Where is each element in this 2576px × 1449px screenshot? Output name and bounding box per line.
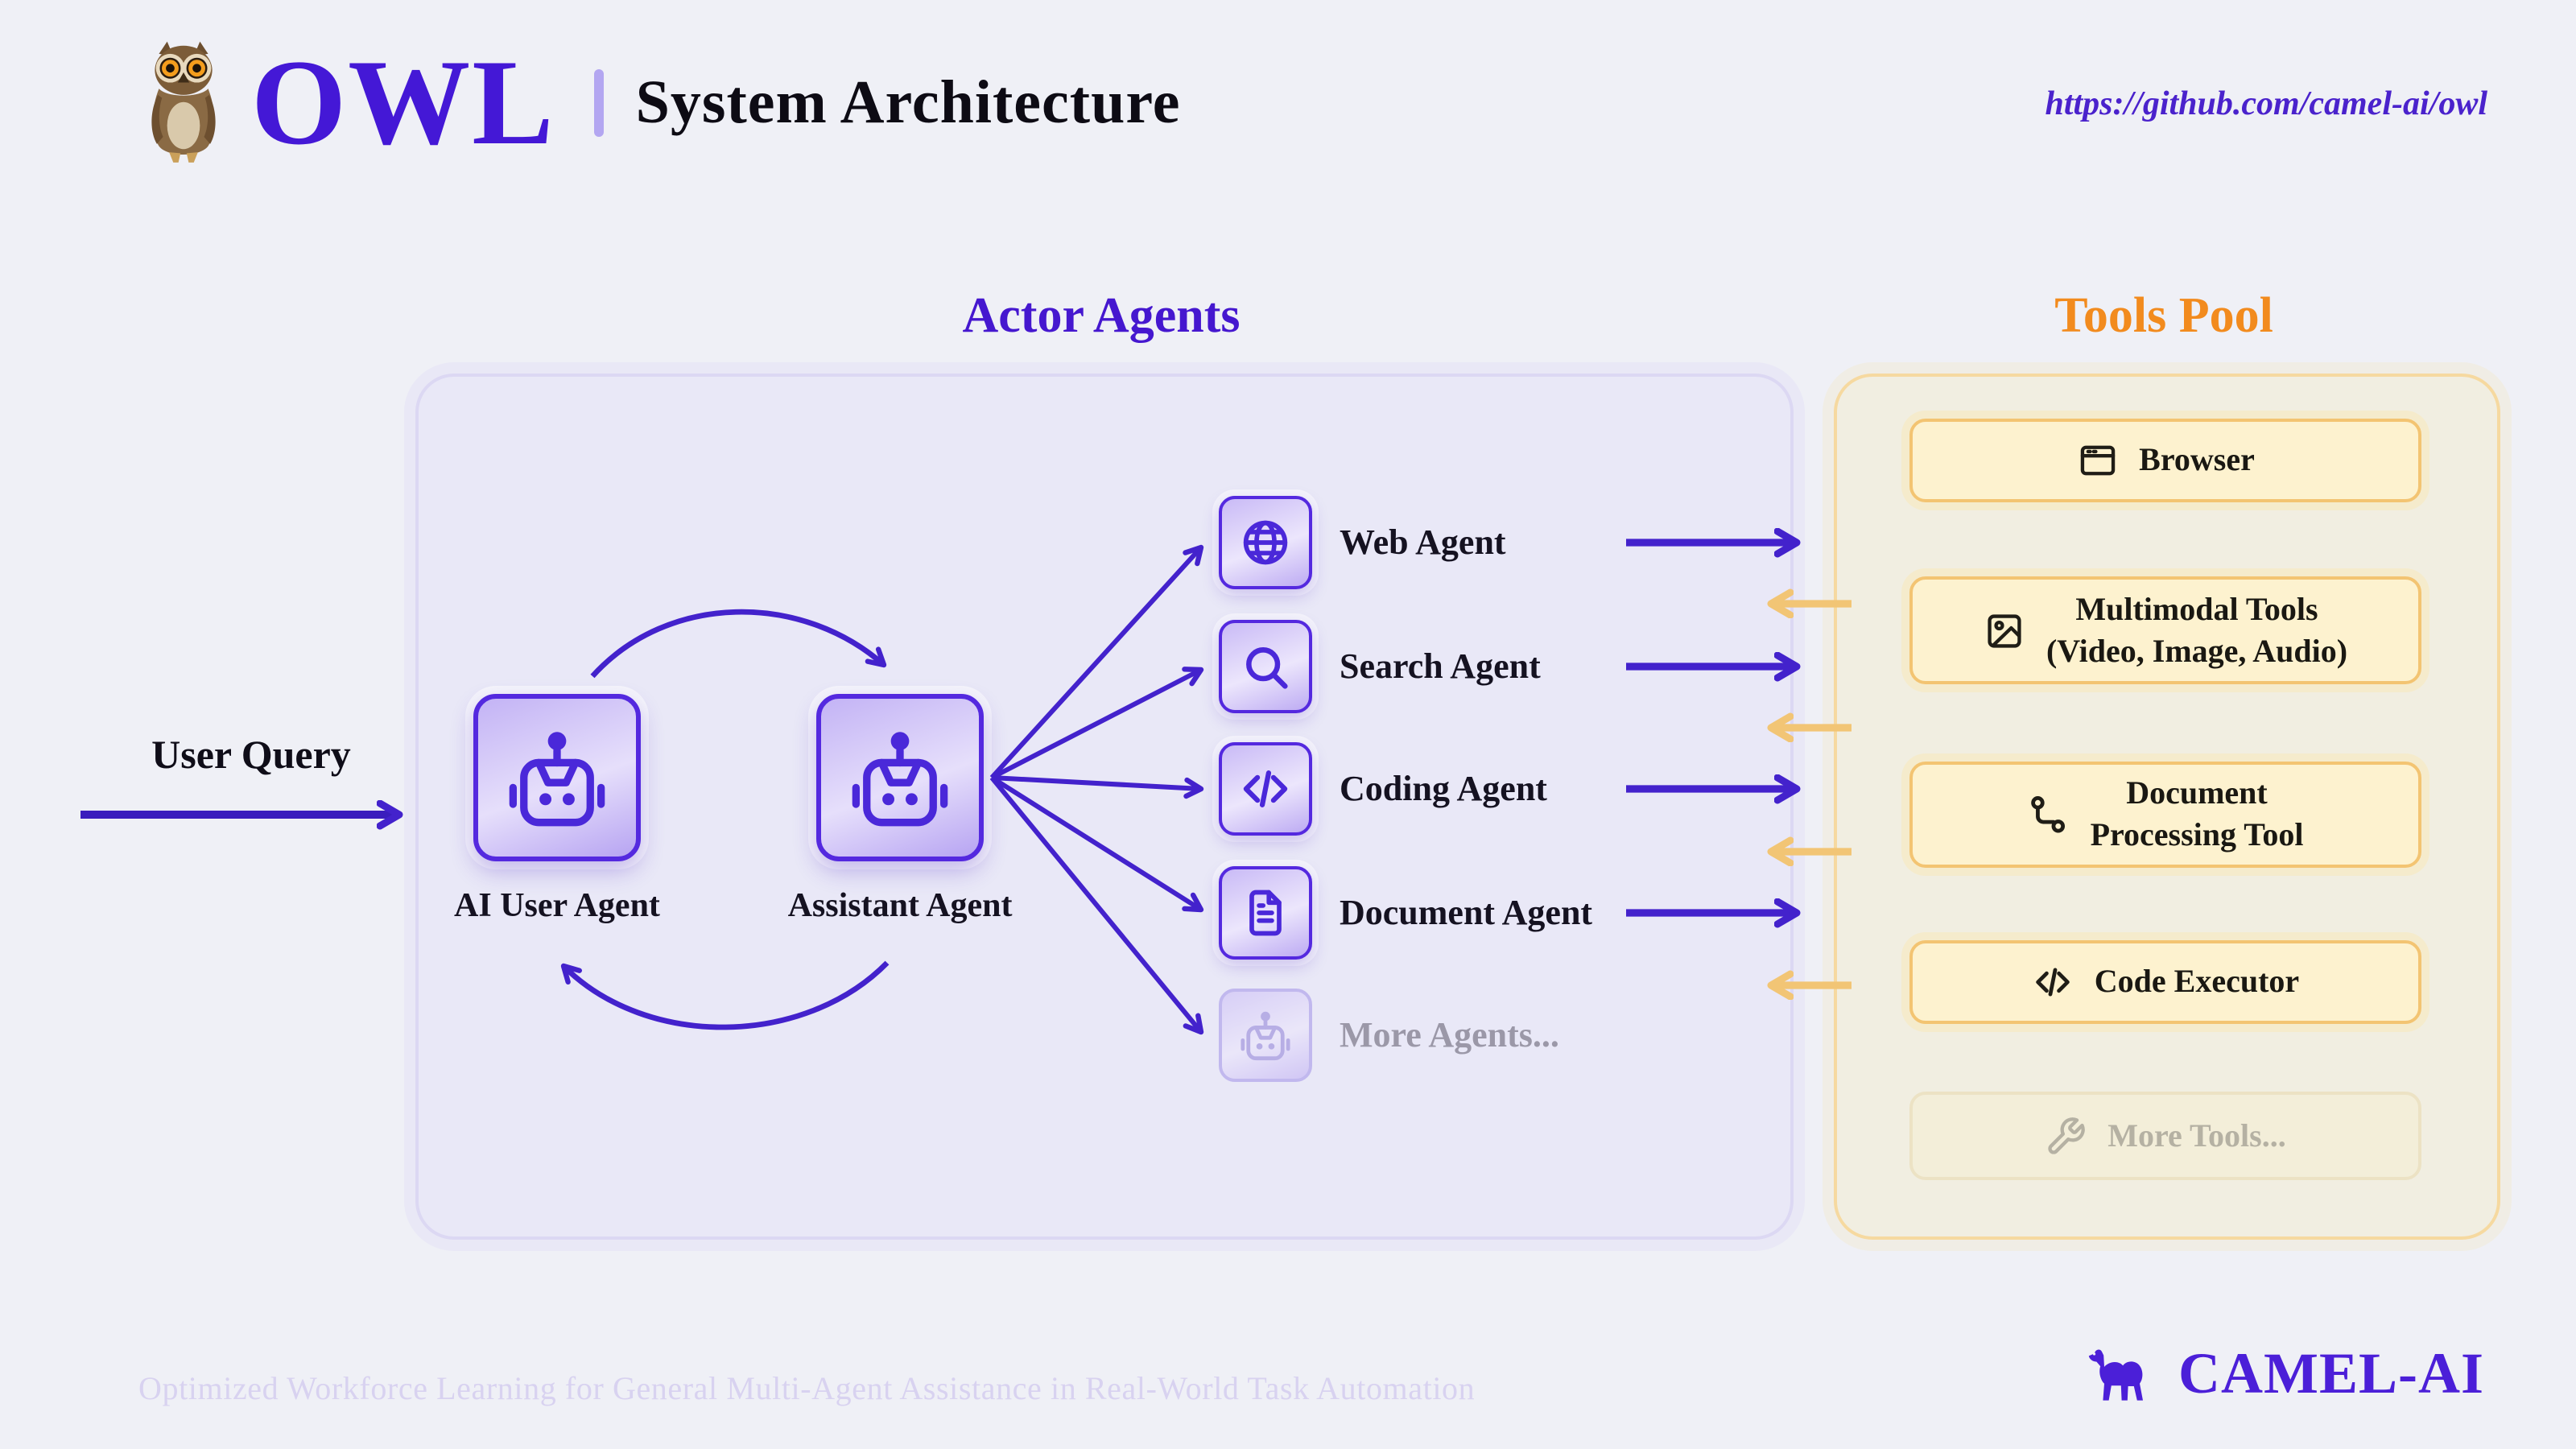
tool-label-line: Document — [2126, 776, 2268, 811]
tool-label: Code Executor — [2095, 961, 2299, 1003]
footer-brand: CAMEL-AI — [2085, 1340, 2484, 1407]
ai-user-agent-box — [473, 694, 641, 861]
globe-icon — [1238, 515, 1293, 570]
brand-name: OWL — [251, 35, 555, 171]
sub-agent-icon-box — [1219, 496, 1312, 589]
tool-card: Code Executor — [1909, 940, 2421, 1024]
code-executor-icon — [2032, 961, 2074, 1003]
sub-agent-icon-box — [1219, 620, 1312, 713]
tool-label-line: Browser — [2139, 443, 2255, 478]
tool-label: More Tools... — [2107, 1115, 2286, 1157]
brand-divider — [593, 69, 604, 137]
sub-agent-icon-box — [1219, 989, 1312, 1082]
tool-label: Browser — [2139, 440, 2255, 481]
user-query-label: User Query — [151, 734, 351, 778]
image-icon — [1984, 609, 2025, 651]
tool-card: Browser — [1909, 419, 2421, 502]
actor-agents-title: Actor Agents — [962, 287, 1241, 343]
code-icon — [1238, 762, 1293, 816]
tool-card: More Tools... — [1909, 1092, 2421, 1180]
sub-agent-label: More Agents... — [1340, 1014, 1559, 1055]
robot-icon — [504, 724, 610, 831]
sub-agent-label: Document Agent — [1340, 892, 1593, 932]
tool-label-line: Code Executor — [2094, 964, 2300, 1000]
tool-card: Multimodal Tools (Video, Image, Audio) — [1909, 576, 2421, 684]
document-processing-icon — [2028, 794, 2070, 836]
assistant-agent-box — [816, 694, 984, 861]
document-icon — [1238, 886, 1293, 940]
robot-icon — [1238, 1008, 1293, 1063]
owl-logo-icon — [138, 39, 229, 167]
ai-user-agent-label: AI User Agent — [454, 886, 660, 924]
footer-tagline: Optimized Workforce Learning for General… — [138, 1372, 1476, 1407]
browser-icon — [2076, 440, 2118, 481]
github-url: https://github.com/camel-ai/owl — [2045, 84, 2487, 122]
tools-pool-title: Tools Pool — [2054, 287, 2273, 343]
wrench-icon — [2045, 1115, 2087, 1157]
sub-agent-icon-box — [1219, 742, 1312, 836]
sub-agent-label: Web Agent — [1340, 522, 1506, 562]
header-brand: OWL System Architecture — [138, 39, 1180, 167]
page-title: System Architecture — [635, 69, 1181, 137]
tool-label-line: Processing Tool — [2090, 818, 2304, 853]
sub-agent-label: Search Agent — [1340, 646, 1541, 686]
tool-label: Multimodal Tools (Video, Image, Audio) — [2046, 588, 2347, 672]
footer-brand-name: CAMEL-AI — [2178, 1341, 2484, 1406]
search-icon — [1238, 639, 1293, 694]
tool-label-line: Multimodal Tools — [2075, 592, 2318, 627]
robot-icon — [847, 724, 953, 831]
tool-label-line: (Video, Image, Audio) — [2046, 634, 2348, 669]
tool-label-line: More Tools... — [2107, 1118, 2286, 1154]
sub-agent-label: Coding Agent — [1340, 768, 1547, 808]
camel-icon — [2085, 1343, 2162, 1404]
assistant-agent-label: Assistant Agent — [787, 886, 1013, 924]
sub-agent-icon-box — [1219, 866, 1312, 960]
